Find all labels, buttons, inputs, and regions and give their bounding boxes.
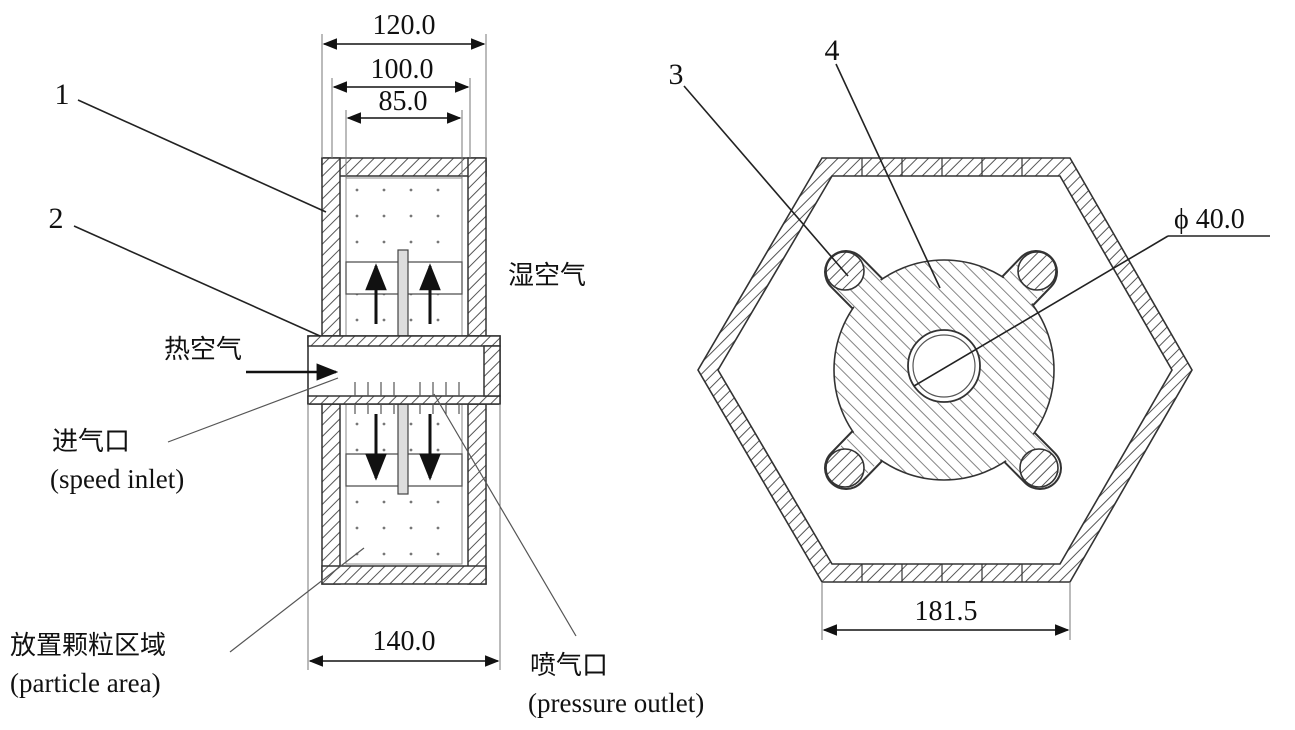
leader-3	[683, 85, 849, 277]
air-pipe	[307, 335, 501, 405]
leader-outlet	[433, 393, 577, 637]
bolt-hole-bl	[825, 448, 865, 488]
top-view: ϕ 40.0 3 4 181.5	[669, 34, 1270, 640]
dim-85-label: 85.0	[379, 86, 428, 117]
particle-area-label-cn: 放置颗粒区域	[10, 631, 166, 661]
pipe-end-cap	[483, 345, 501, 397]
bottom-wall	[321, 565, 487, 585]
dim-120-label: 120.0	[373, 10, 436, 41]
phi-40-label: ϕ 40.0	[1174, 204, 1245, 235]
bore-inner-edge	[912, 334, 976, 398]
dimension-181: 181.5	[821, 582, 1071, 640]
phi-leader	[913, 235, 1169, 387]
pipe-wall-top	[307, 335, 501, 347]
dim-140-label: 140.0	[373, 626, 436, 657]
section-view: 120.0 100.0 85.0 140.0 1	[10, 10, 704, 718]
leader-1	[77, 99, 327, 213]
right-wall-lower	[467, 403, 487, 585]
callout-2: 2	[49, 202, 64, 235]
bolt-hole-tr	[1017, 251, 1057, 291]
dimension-140: 140.0	[307, 404, 501, 670]
outlet-label-en: (pressure outlet)	[528, 688, 704, 718]
outlet-label-cn: 喷气口	[530, 651, 608, 681]
dim-100-label: 100.0	[371, 54, 434, 85]
leader-4	[835, 63, 941, 289]
upper-shaft	[397, 249, 409, 337]
dimension-85: 85.0	[345, 86, 463, 178]
hot-air-label: 热空气	[164, 335, 242, 365]
pipe-wall-bottom	[307, 395, 501, 405]
nozzle-holes	[354, 382, 460, 414]
particle-area-label-en: (particle area)	[10, 668, 161, 698]
leader-particle	[229, 547, 365, 653]
dimension-120: 120.0	[321, 10, 487, 158]
bolt-hole-br	[1019, 448, 1059, 488]
left-wall-lower	[321, 403, 341, 585]
leader-2	[73, 225, 321, 337]
central-bore	[907, 329, 981, 403]
leader-inlet	[167, 377, 339, 443]
top-wall	[321, 157, 487, 177]
right-wall-upper	[467, 157, 487, 337]
lower-shaft	[397, 403, 409, 495]
inlet-label-cn: 进气口	[52, 427, 130, 457]
hex-segment-ticks	[861, 158, 1023, 582]
callout-4: 4	[825, 34, 840, 67]
left-wall-upper	[321, 157, 341, 337]
callout-1: 1	[55, 78, 70, 111]
dimension-100: 100.0	[331, 54, 471, 158]
humid-air-label: 湿空气	[508, 261, 586, 291]
callout-3: 3	[669, 58, 684, 91]
inlet-label-en: (speed inlet)	[50, 464, 184, 494]
dim-181-label: 181.5	[915, 596, 978, 627]
